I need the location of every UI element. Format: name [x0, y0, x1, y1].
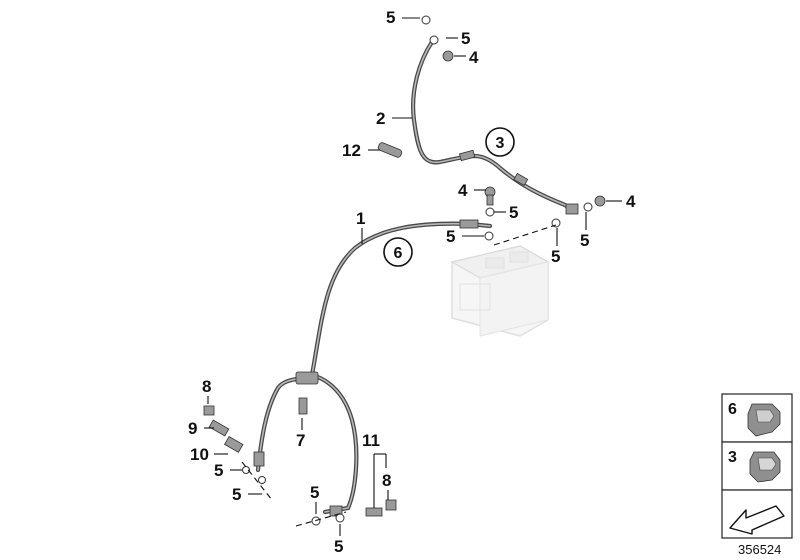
callout-8-left: 8 — [202, 377, 211, 396]
legend-number-6: 6 — [728, 401, 737, 418]
legend-number-3: 3 — [728, 449, 737, 466]
brake-line-2 — [411, 39, 579, 215]
circled-callout-3-label: 3 — [496, 135, 505, 152]
clip-6-icon — [747, 403, 781, 437]
callout-5-lower-left-b: 5 — [232, 485, 241, 504]
callout-5-lower-mid: 5 — [310, 483, 319, 502]
callout-numbers: 5 5 4 2 12 4 5 5 4 5 5 1 7 8 9 10 5 5 5 … — [188, 8, 636, 556]
legend-box-arrow — [721, 489, 793, 539]
leader-lines — [204, 17, 622, 536]
callout-8-right: 8 — [382, 471, 391, 490]
abs-unit — [450, 245, 550, 337]
callout-4-right: 4 — [626, 192, 636, 211]
document-number: 356524 — [738, 542, 781, 557]
circled-callout-3: 3 — [485, 127, 515, 157]
callout-5-top: 5 — [386, 8, 395, 27]
legend-box-6: 6 — [721, 393, 793, 443]
callout-5-bottom: 5 — [334, 537, 343, 556]
callout-1: 1 — [356, 209, 365, 228]
legend-box-3: 3 — [721, 441, 793, 491]
callout-5-middle-left: 5 — [446, 227, 455, 246]
callout-4-middle: 4 — [458, 181, 468, 200]
callout-5-upper-right: 5 — [461, 29, 470, 48]
direction-arrow-icon — [729, 505, 785, 535]
callout-2: 2 — [376, 109, 385, 128]
callout-9: 9 — [188, 419, 197, 438]
circled-callout-6: 6 — [383, 237, 413, 267]
clip-3-icon — [749, 451, 781, 483]
callout-11: 11 — [362, 431, 380, 450]
callout-12: 12 — [342, 141, 361, 160]
callout-5-lower-left-a: 5 — [214, 461, 223, 480]
brake-line-1 — [253, 219, 493, 517]
callout-5-middle-right: 5 — [509, 203, 518, 222]
circled-callout-6-label: 6 — [394, 245, 403, 262]
callout-5-unit-right: 5 — [580, 231, 589, 250]
callout-4-top: 4 — [469, 48, 479, 67]
callout-10: 10 — [190, 445, 209, 464]
callout-5-unit-left: 5 — [551, 247, 560, 266]
callout-7: 7 — [296, 431, 305, 450]
